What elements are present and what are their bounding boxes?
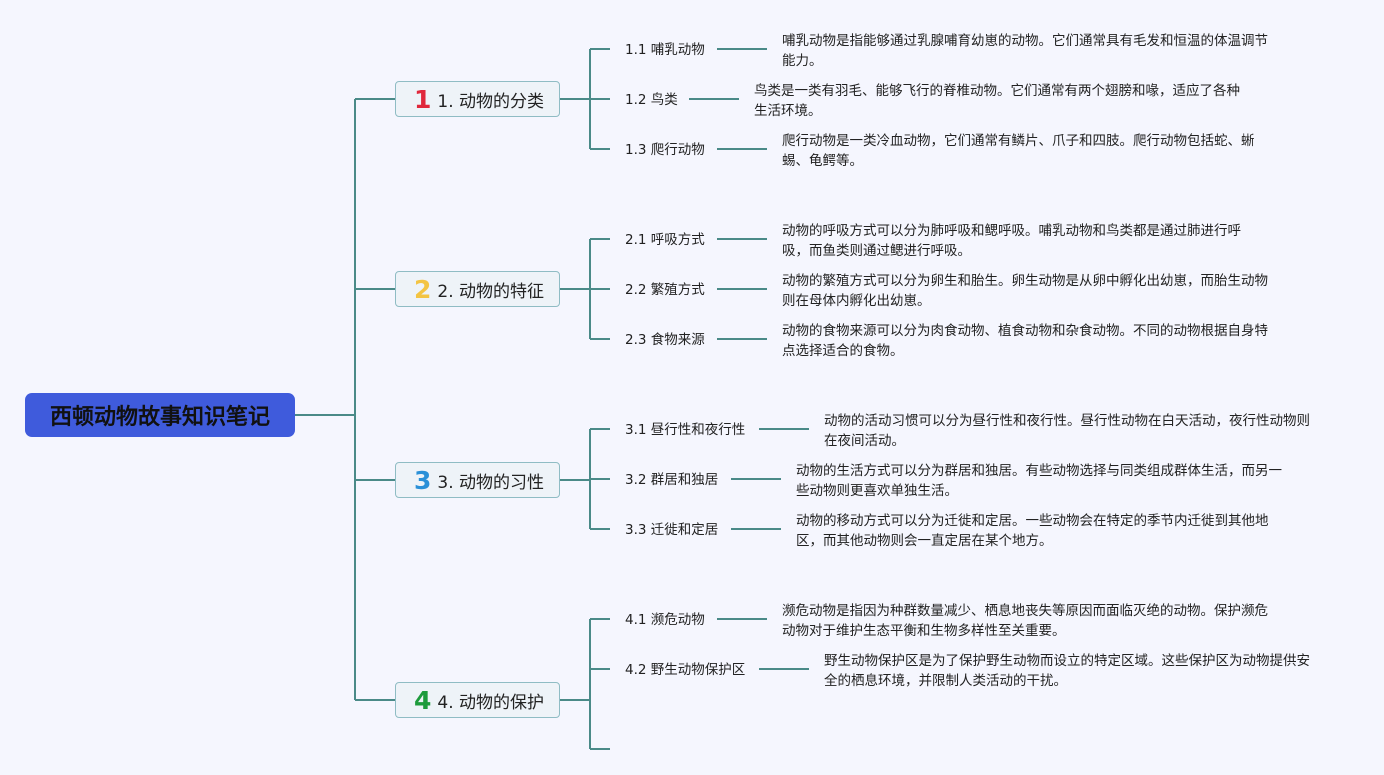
branch-label: 3. 动物的习性: [437, 472, 545, 493]
desc-reptiles: 爬行动物是一类冷血动物，它们通常有鳞片、爪子和四肢。爬行动物包括蛇、蜥蜴、龟鳄等…: [782, 133, 1255, 169]
branch-label: 1. 动物的分类: [437, 91, 545, 112]
desc-diurnal-nocturnal: 动物的活动习惯可以分为昼行性和夜行性。昼行性动物在白天活动，夜行性动物则在夜间活…: [824, 413, 1310, 449]
branch-node-classification[interactable]: 1 1. 动物的分类: [395, 81, 560, 117]
number-three-icon: 3: [414, 465, 432, 495]
sub-node-reproduction[interactable]: 2.2 繁殖方式: [625, 282, 705, 298]
number-two-icon: 2: [414, 274, 432, 304]
sub-node-birds[interactable]: 1.2 鸟类: [625, 92, 678, 108]
root-label: 西顿动物故事知识笔记: [49, 405, 270, 430]
desc-endangered: 濒危动物是指因为种群数量减少、栖息地丧失等原因而面临灭绝的动物。保护濒危动物对于…: [782, 603, 1268, 639]
sub-node-diurnal-nocturnal[interactable]: 3.1 昼行性和夜行性: [625, 422, 746, 438]
branch-node-protection[interactable]: 4 4. 动物的保护: [395, 682, 560, 718]
sub-node-food-source[interactable]: 2.3 食物来源: [625, 332, 705, 348]
sub-node-migration-settlement[interactable]: 3.3 迁徙和定居: [625, 522, 719, 538]
desc-respiration: 动物的呼吸方式可以分为肺呼吸和鳃呼吸。哺乳动物和鸟类都是通过肺进行呼吸，而鱼类则…: [782, 223, 1241, 259]
desc-migration-settlement: 动物的移动方式可以分为迁徙和定居。一些动物会在特定的季节内迁徙到其他地区，而其他…: [796, 513, 1269, 549]
desc-social-solitary: 动物的生活方式可以分为群居和独居。有些动物选择与同类组成群体生活，而另一些动物则…: [796, 463, 1282, 499]
desc-birds: 鸟类是一类有羽毛、能够飞行的脊椎动物。它们通常有两个翅膀和喙，适应了各种生活环境…: [754, 83, 1240, 119]
branch-node-habits[interactable]: 3 3. 动物的习性: [395, 462, 560, 498]
number-one-icon: 1: [414, 84, 432, 114]
sub-node-social-solitary[interactable]: 3.2 群居和独居: [625, 472, 719, 488]
branch-label: 4. 动物的保护: [437, 692, 545, 713]
sub-node-wildlife-reserve[interactable]: 4.2 野生动物保护区: [625, 662, 746, 678]
desc-wildlife-reserve: 野生动物保护区是为了保护野生动物而设立的特定区域。这些保护区为动物提供安全的栖息…: [824, 653, 1310, 689]
root-node[interactable]: 西顿动物故事知识笔记: [25, 393, 295, 437]
sub-node-reptiles[interactable]: 1.3 爬行动物: [625, 142, 705, 158]
desc-reproduction: 动物的繁殖方式可以分为卵生和胎生。卵生动物是从卵中孵化出幼崽，而胎生动物则在母体…: [782, 273, 1268, 309]
desc-mammals: 哺乳动物是指能够通过乳腺哺育幼崽的动物。它们通常具有毛发和恒温的体温调节能力。: [782, 33, 1268, 69]
branch-label: 2. 动物的特征: [437, 281, 545, 302]
sub-node-mammals[interactable]: 1.1 哺乳动物: [625, 42, 705, 58]
number-four-icon: 4: [414, 685, 432, 715]
branch-node-characteristics[interactable]: 2 2. 动物的特征: [395, 271, 560, 307]
desc-food-source: 动物的食物来源可以分为肉食动物、植食动物和杂食动物。不同的动物根据自身特点选择适…: [782, 323, 1268, 359]
sub-node-endangered[interactable]: 4.1 濒危动物: [625, 612, 705, 628]
sub-node-respiration[interactable]: 2.1 呼吸方式: [625, 232, 705, 248]
